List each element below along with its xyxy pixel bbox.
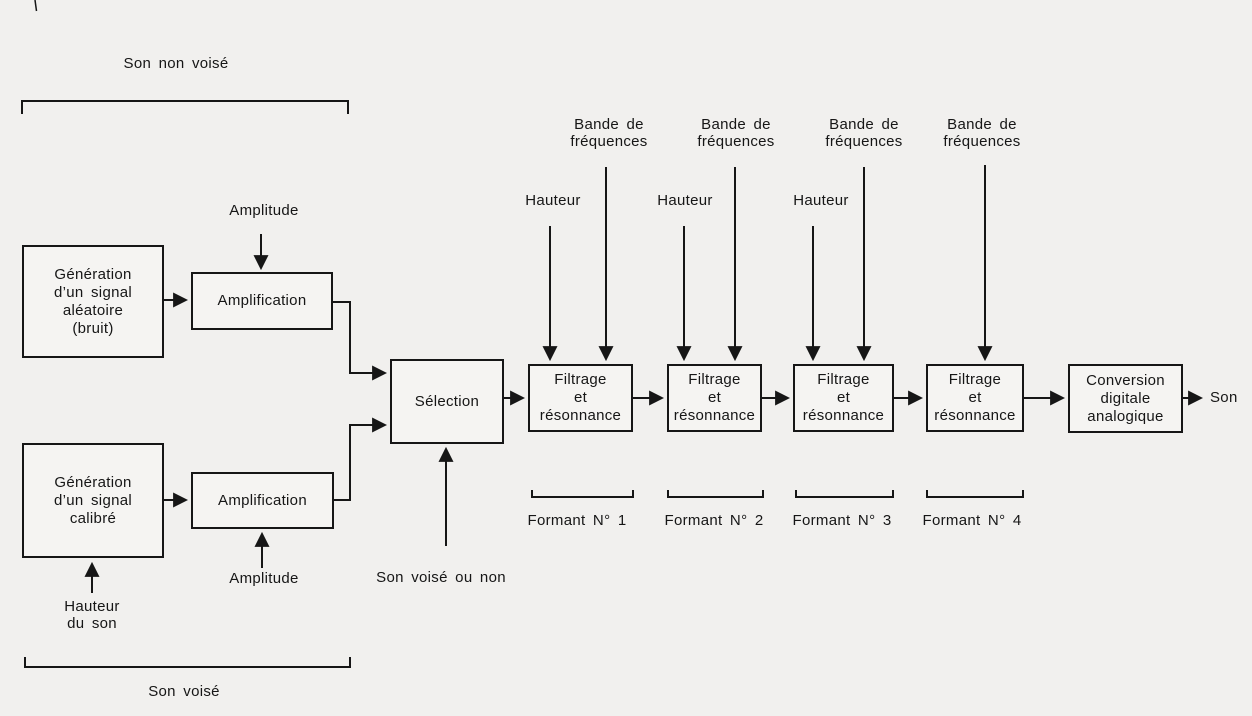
box-selection: Sélection bbox=[390, 359, 504, 444]
arrow-amplification-top-to-selection bbox=[332, 301, 388, 381]
bracket-formant-4 bbox=[926, 490, 1024, 498]
box-amplification-top: Amplification bbox=[191, 272, 333, 330]
label-formant-2: Formant N° 2 bbox=[664, 512, 764, 529]
label-hauteur-3: Hauteur bbox=[793, 192, 849, 209]
box-conversion-digitale-analogique: Conversion digitale analogique bbox=[1068, 364, 1183, 433]
bracket-formant-2 bbox=[667, 490, 764, 498]
label-amplitude-bottom: Amplitude bbox=[229, 570, 299, 587]
bracket-formant-3 bbox=[795, 490, 894, 498]
label-hauteur-du-son: Hauteur du son bbox=[64, 598, 120, 632]
box-generation-signal-aleatoire: Génération d’un signal aléatoire (bruit) bbox=[22, 245, 164, 358]
label-son-non-voise: Son non voisé bbox=[123, 55, 229, 72]
box-generation-signal-calibre: Génération d’un signal calibré bbox=[22, 443, 164, 558]
label-formant-1: Formant N° 1 bbox=[527, 512, 627, 529]
box-filtrage-resonnance-2: Filtrage et résonnance bbox=[667, 364, 762, 432]
bracket-son-non-voise bbox=[21, 100, 349, 114]
label-bande-frequences-1: Bande de fréquences bbox=[570, 116, 648, 150]
label-son-voise-ou-non: Son voisé ou non bbox=[376, 569, 506, 586]
box-filtrage-resonnance-3: Filtrage et résonnance bbox=[793, 364, 894, 432]
label-bande-frequences-4: Bande de fréquences bbox=[943, 116, 1021, 150]
label-formant-4: Formant N° 4 bbox=[922, 512, 1022, 529]
scan-artifact-line bbox=[34, 0, 38, 12]
label-hauteur-1: Hauteur bbox=[525, 192, 581, 209]
label-bande-frequences-2: Bande de fréquences bbox=[697, 116, 775, 150]
bracket-son-voise bbox=[24, 657, 351, 668]
box-filtrage-resonnance-1: Filtrage et résonnance bbox=[528, 364, 633, 432]
label-son-output: Son bbox=[1210, 389, 1238, 406]
arrow-amplification-bottom-to-selection bbox=[334, 417, 388, 501]
label-hauteur-2: Hauteur bbox=[657, 192, 713, 209]
label-amplitude-top: Amplitude bbox=[229, 202, 299, 219]
label-bande-frequences-3: Bande de fréquences bbox=[825, 116, 903, 150]
box-amplification-bottom: Amplification bbox=[191, 472, 334, 529]
box-filtrage-resonnance-4: Filtrage et résonnance bbox=[926, 364, 1024, 432]
bracket-formant-1 bbox=[531, 490, 634, 498]
label-formant-3: Formant N° 3 bbox=[792, 512, 892, 529]
label-son-voise: Son voisé bbox=[148, 683, 220, 700]
